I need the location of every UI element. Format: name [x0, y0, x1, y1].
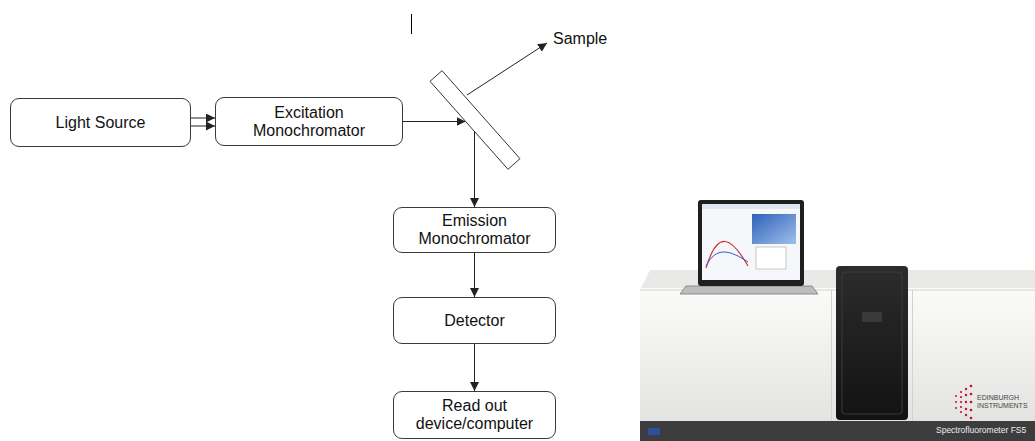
process-box: Light Source — [10, 98, 191, 147]
process-box: Emission Monochromator — [393, 207, 556, 253]
flow-arrow — [474, 344, 475, 391]
box-label: Read out device/computer — [400, 397, 549, 433]
sample-outline — [430, 70, 520, 170]
box-label: Light Source — [56, 114, 146, 132]
text-cursor — [411, 14, 412, 34]
spectrofluorometer-photo — [640, 200, 1035, 441]
sample-label: Sample — [553, 30, 607, 48]
flow-arrow — [191, 126, 215, 127]
flow-arrow — [474, 253, 475, 297]
process-box: Read out device/computer — [393, 391, 556, 439]
leader-arrow — [467, 43, 547, 95]
box-label: Emission Monochromator — [400, 212, 549, 248]
process-box: Detector — [393, 297, 556, 344]
flow-arrow — [474, 131, 475, 207]
flow-arrow — [403, 121, 466, 122]
process-box: Excitation Monochromator — [215, 97, 403, 146]
box-label: Excitation Monochromator — [222, 104, 396, 140]
brand-logo-text: EDINBURGH INSTRUMENTS — [977, 394, 1031, 410]
box-label: Detector — [444, 312, 504, 330]
model-name: Spectrofluorometer FS5 — [936, 426, 1026, 436]
sample-mirror: Sample — [430, 70, 520, 170]
sample-plate — [430, 71, 520, 170]
flow-arrow — [191, 118, 215, 119]
